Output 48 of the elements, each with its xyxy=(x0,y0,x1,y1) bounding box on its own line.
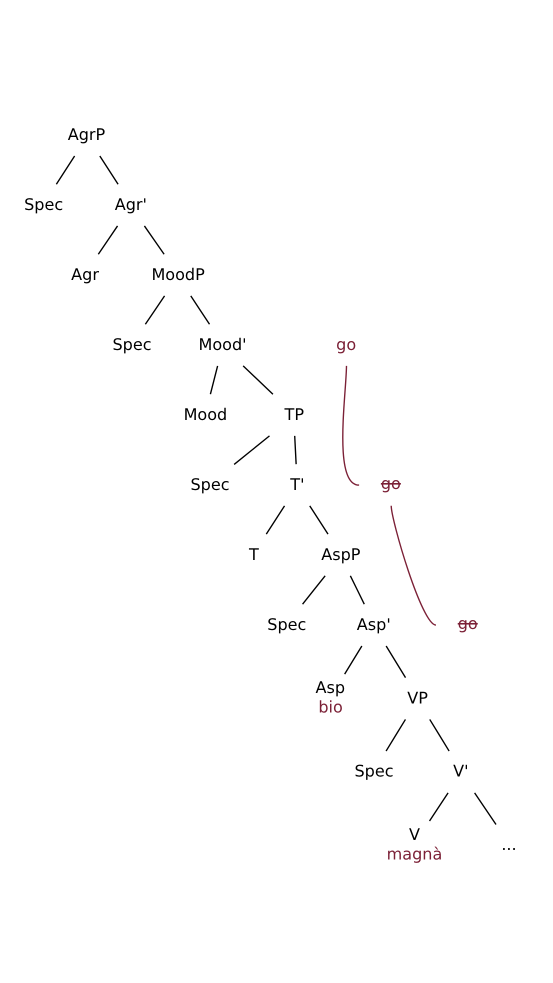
connector xyxy=(99,155,119,184)
connector xyxy=(144,295,166,324)
node-text: Spec xyxy=(190,474,230,494)
node-text: go xyxy=(336,334,356,354)
connector xyxy=(309,504,329,534)
node-text: Spec xyxy=(354,761,394,780)
node-text: Spec xyxy=(112,334,152,354)
node-text: Mood' xyxy=(198,334,247,354)
node-text: T' xyxy=(290,474,304,494)
node-text: T xyxy=(248,544,259,564)
connector xyxy=(386,645,406,678)
node-text: VP xyxy=(407,688,428,707)
connector xyxy=(474,792,497,824)
node-text: Agr' xyxy=(114,194,147,214)
node-text: Spec xyxy=(267,614,306,634)
connector xyxy=(342,365,360,486)
node-text: V' xyxy=(453,761,469,780)
connector xyxy=(266,504,286,534)
node-text: Asp' xyxy=(356,614,391,634)
connector xyxy=(386,718,406,751)
node-text: AspP xyxy=(321,544,360,564)
node-text: AgrP xyxy=(68,124,106,144)
node-label: bio xyxy=(318,696,343,716)
connector xyxy=(429,718,450,751)
node-text: go xyxy=(458,613,478,632)
connector xyxy=(350,575,365,604)
node-text: V xyxy=(408,824,420,844)
connector xyxy=(190,295,210,324)
connector xyxy=(56,155,76,184)
node-text: go xyxy=(380,473,401,492)
node-text: TP xyxy=(284,404,304,424)
connector xyxy=(98,225,118,254)
connector xyxy=(210,365,218,394)
node-label: magnà xyxy=(386,844,442,863)
node-text: Mood xyxy=(184,404,228,424)
node-text: Agr xyxy=(71,264,99,284)
connector xyxy=(344,645,362,674)
node-text: Spec xyxy=(24,194,64,214)
connector xyxy=(390,505,436,626)
connector xyxy=(144,225,165,254)
node-text: MoodP xyxy=(151,264,205,284)
connector xyxy=(242,364,274,394)
connector xyxy=(428,792,449,821)
connector xyxy=(302,574,326,604)
connector xyxy=(234,434,270,464)
node-text: ... xyxy=(501,834,517,854)
node-text: Asp xyxy=(316,677,346,696)
connector xyxy=(294,435,297,464)
